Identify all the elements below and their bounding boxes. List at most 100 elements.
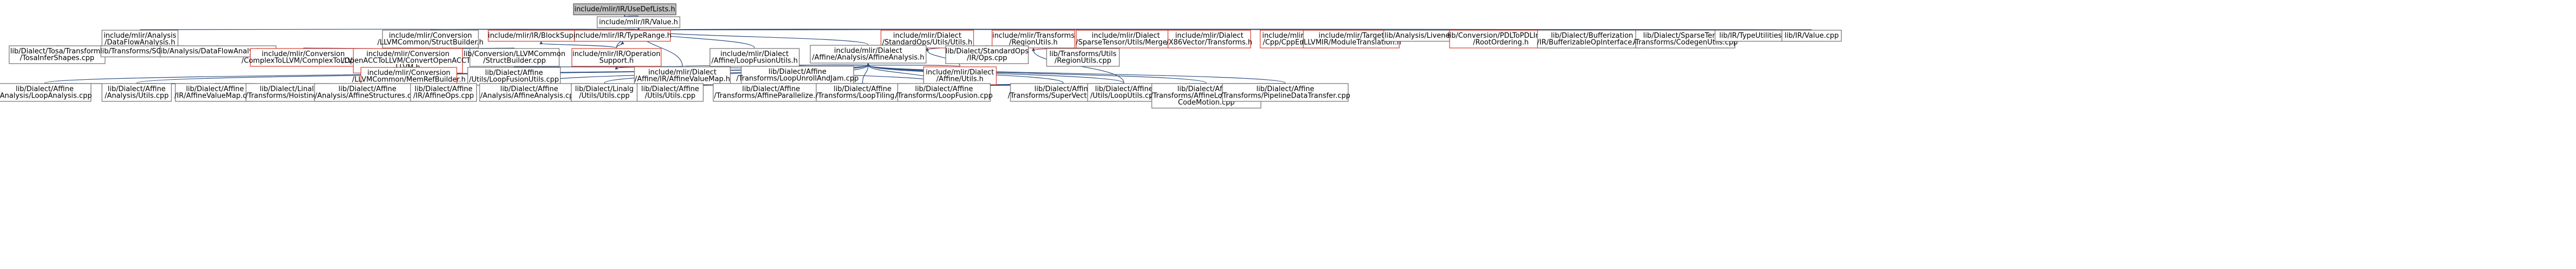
node-label: /IR/AffineOps.cpp: [413, 92, 474, 100]
node-struct-builder-cpp[interactable]: lib/Conversion/LLVMCommon/StructBuilder.…: [463, 48, 565, 67]
node-affine-value-map-h[interactable]: include/mlir/Dialect/Affine/IR/AffineVal…: [634, 66, 731, 85]
node-label: lib/Dialect/Affine: [1256, 85, 1314, 93]
node-label: /RegionUtils.cpp: [1055, 57, 1111, 65]
node-box: [923, 66, 997, 85]
node-box: [573, 3, 677, 16]
node-label: lib/Conversion/PDLToPDLInterp: [1447, 32, 1554, 40]
node-label: include/mlir/Dialect: [720, 50, 789, 58]
node-loop-fusion-utils-h[interactable]: include/mlir/Dialect/Affine/LoopFusionUt…: [709, 48, 800, 67]
node-label: lib/Dialect/Bufferization: [1551, 32, 1633, 40]
node-value-cpp[interactable]: lib/IR/Value.cpp: [1781, 30, 1842, 42]
node-affine-analysis-utils-cpp[interactable]: lib/Dialect/Affine/Analysis/Utils.cpp: [101, 83, 172, 102]
node-label: lib/Dialect/Affine: [338, 85, 396, 93]
node-label: lib/Dialect/Linalg: [575, 85, 634, 93]
node-affine-utils-utils-cpp[interactable]: lib/Dialect/Affine/Utils/Utils.cpp: [637, 83, 704, 102]
node-label: lib/Dialect/Affine: [769, 68, 826, 76]
node-label: lib/Dialect/Affine: [500, 85, 558, 93]
node-label: lib/Dialect/Linalg: [259, 85, 318, 93]
node-box: [1781, 30, 1842, 42]
node-loop-fusion-cpp[interactable]: lib/Dialect/Affine/Transforms/LoopFusion…: [895, 83, 993, 102]
node-box: [1076, 30, 1176, 49]
node-bufferizable-op-interface-cpp[interactable]: lib/Dialect/Bufferization/IR/Bufferizabl…: [1537, 30, 1647, 49]
node-affine-value-map-cpp[interactable]: lib/Dialect/Affine/IR/AffineValueMap.cpp: [174, 83, 256, 102]
node-box: [574, 30, 671, 42]
node-affine-ops-cpp[interactable]: lib/Dialect/Affine/IR/AffineOps.cpp: [410, 83, 477, 102]
node-use-def-lists[interactable]: include/mlir/IR/UseDefLists.h: [573, 3, 677, 16]
node-label: Support.h: [599, 57, 634, 65]
node-box: [467, 67, 561, 86]
node-box: [1167, 30, 1251, 49]
node-label: include/mlir/Dialect: [926, 68, 994, 77]
node-affine-utils-h[interactable]: include/mlir/Dialect/Affine/Utils.h: [923, 66, 997, 85]
node-box: [1303, 30, 1400, 49]
node-pdl-root-ordering-h[interactable]: lib/Conversion/PDLToPDLInterp/RootOrderi…: [1447, 30, 1554, 49]
node-transforms-region-utils-cpp[interactable]: lib/Transforms/Utils/RegionUtils.cpp: [1046, 48, 1120, 67]
node-dataflow-analysis-cpp[interactable]: lib/Analysis/DataFlowAnalysis.cpp: [159, 45, 277, 58]
node-module-translation-h[interactable]: include/mlir/Target/LLVMIR/ModuleTransla…: [1301, 30, 1402, 49]
node-box: [314, 83, 421, 102]
node-label: lib/Dialect/Affine: [1034, 85, 1092, 93]
node-loop-unroll-and-jam-cpp[interactable]: lib/Dialect/Affine/Transforms/LoopUnroll…: [736, 66, 859, 85]
node-loop-fusion-utils-cpp[interactable]: lib/Dialect/Affine/Utils/LoopFusionUtils…: [467, 67, 561, 86]
node-box: [479, 83, 579, 102]
node-pipeline-data-transfer-cpp[interactable]: lib/Dialect/Affine/Transforms/PipelineDa…: [1220, 83, 1350, 102]
node-box: [250, 48, 357, 67]
node-affine-parallelize-cpp[interactable]: lib/Dialect/Affine/Transforms/AffinePara…: [713, 83, 830, 102]
node-label: include/mlir/Analysis: [104, 32, 176, 40]
edge-line: [867, 65, 1207, 84]
node-label: include/mlir/IR/BlockSupport.h: [488, 32, 594, 40]
node-label: include/mlir/Conversion: [367, 69, 450, 77]
node-value-h[interactable]: include/mlir/IR/Value.h: [597, 16, 680, 29]
node-label: /Affine/Analysis/AffineAnalysis.h: [812, 54, 924, 62]
edge-arrowhead: [539, 40, 543, 44]
node-linalg-utils-cpp[interactable]: lib/Dialect/Linalg/Utils/Utils.cpp: [571, 83, 638, 102]
node-box: [571, 48, 662, 67]
node-box: [1087, 83, 1161, 102]
node-dataflow-analysis-h[interactable]: include/mlir/Analysis/DataFlowAnalysis.h: [101, 30, 179, 49]
node-type-range-h[interactable]: include/mlir/IR/TypeRange.h: [573, 30, 672, 42]
edge-arrowhead: [614, 66, 618, 70]
node-loop-utils-cpp[interactable]: lib/Dialect/Affine/Utils/LoopUtils.cpp: [1087, 83, 1161, 102]
edge-type-range-h-to-operation-support-h: [616, 40, 624, 49]
node-label: lib/Dialect/Affine: [833, 85, 891, 93]
node-label: /Transforms/AffineParallelize.cpp: [714, 92, 828, 100]
node-affine-analysis-cpp[interactable]: lib/Dialect/Affine/Analysis/AffineAnalys…: [479, 83, 579, 102]
node-block-support-h[interactable]: include/mlir/IR/BlockSupport.h: [488, 30, 595, 42]
node-memref-builder-h[interactable]: include/mlir/Conversion/LLVMCommon/MemRe…: [352, 67, 466, 86]
nodes-layer: include/mlir/IR/UseDefLists.h include/mli…: [0, 3, 1842, 109]
node-label: lib/Dialect/Affine: [1177, 85, 1235, 93]
node-x86vector-transforms-h[interactable]: include/mlir/Dialect/X86Vector/Transform…: [1166, 30, 1252, 49]
node-label: /Transforms/CodegenUtils.cpp: [1633, 39, 1738, 47]
node-box: [945, 45, 1029, 64]
edge-affine-analysis-h-to-loop-invariant-code-motion-cpp: [866, 63, 1207, 84]
node-loop-tiling-cpp[interactable]: lib/Dialect/Affine/Transforms/LoopTiling…: [816, 83, 910, 102]
node-affine-analysis-h[interactable]: include/mlir/Dialect/Affine/Analysis/Aff…: [810, 45, 927, 64]
node-transforms-region-utils-h[interactable]: include/mlir/Transforms/RegionUtils.h: [992, 30, 1075, 49]
node-label: include/mlir/Dialect: [893, 32, 962, 40]
node-label: lib/Dialect/Affine: [641, 85, 699, 93]
edge-line: [604, 65, 869, 84]
node-complex-to-llvm-h[interactable]: include/mlir/Conversion/ComplexToLLVM/Co…: [242, 48, 365, 67]
node-struct-builder-h[interactable]: include/mlir/Conversion/LLVMCommon/Struc…: [377, 30, 483, 49]
node-label: include/mlir/Conversion: [366, 50, 449, 58]
node-label: /OpenACCToLLVM/ConvertOpenACCTo: [342, 57, 474, 65]
node-tosa-infer-shapes-cpp[interactable]: lib/Dialect/Tosa/Transforms/TosaInferSha…: [9, 45, 106, 64]
edge-arrowhead: [620, 40, 624, 44]
node-label: lib/IR/TypeUtilities.cpp: [1719, 32, 1797, 40]
node-standard-ops-ir-ops-cpp[interactable]: lib/Dialect/StandardOps/IR/Ops.cpp: [945, 45, 1029, 64]
node-label: include/mlir/Target: [1318, 32, 1384, 40]
node-label: /Affine/LoopFusionUtils.h: [712, 57, 798, 65]
node-box: [1537, 30, 1647, 49]
node-label: /LLVMIR/ModuleTranslation.h: [1301, 39, 1401, 47]
node-loop-analysis-cpp[interactable]: lib/Dialect/Affine/Analysis/LoopAnalysis…: [0, 83, 92, 102]
node-box: [175, 83, 255, 102]
node-box: [571, 83, 638, 102]
node-box: [741, 66, 854, 85]
node-label: include/mlir/IR/Value.h: [599, 18, 678, 26]
node-label: /LLVMCommon/StructBuilder.h: [377, 39, 483, 47]
node-affine-structures-cpp[interactable]: lib/Dialect/Affine/Analysis/AffineStruct…: [314, 83, 421, 102]
node-sparse-tensor-merger-h[interactable]: include/mlir/Dialect/SparseTensor/Utils/…: [1076, 30, 1176, 49]
node-box: [410, 83, 477, 102]
